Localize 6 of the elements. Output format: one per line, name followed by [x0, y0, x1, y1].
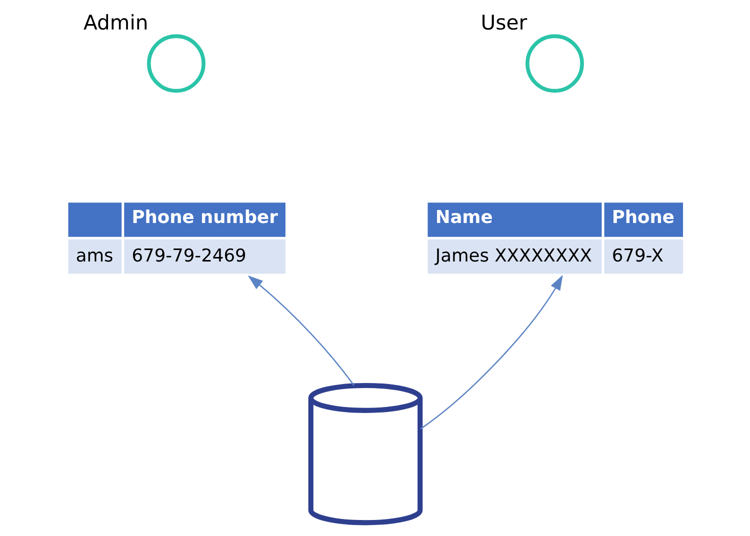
- node-person: [147, 34, 206, 93]
- node-person: [526, 34, 584, 93]
- node-label: User: [480, 10, 528, 35]
- arrow: [420, 274, 563, 430]
- node-label: Admin: [84, 10, 148, 35]
- arrow: [248, 275, 354, 386]
